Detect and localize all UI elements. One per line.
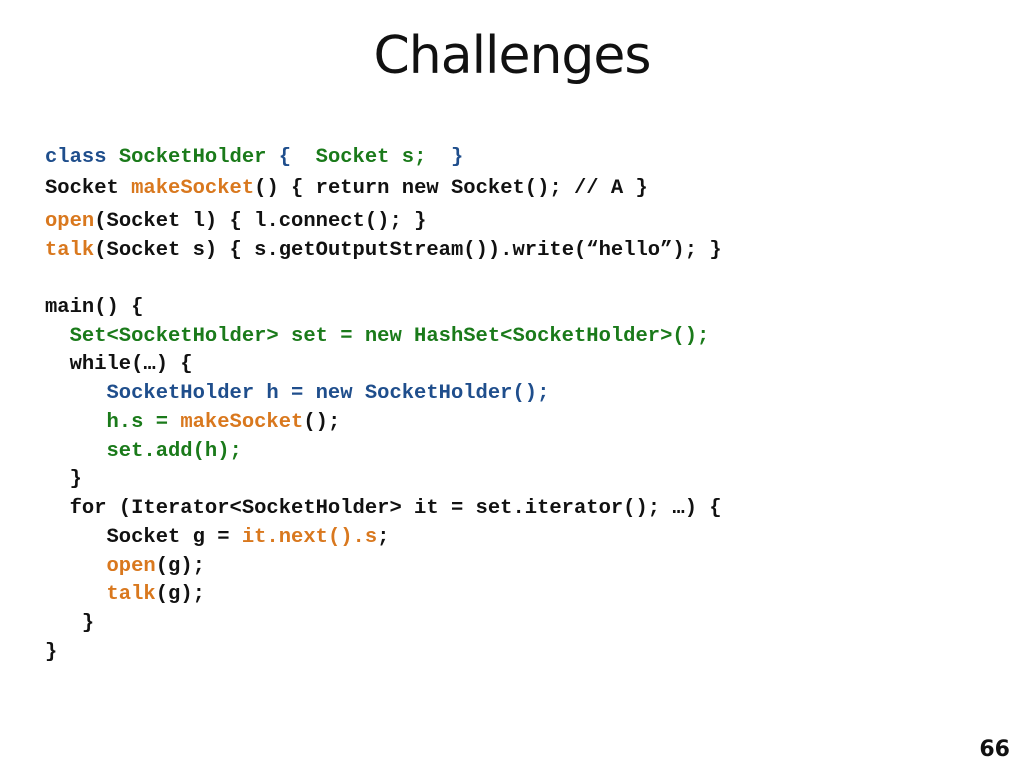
code-line: SocketHolder h = new SocketHolder(); <box>107 382 550 406</box>
code-token: talk <box>106 583 156 606</box>
code-token: (g); <box>155 583 205 606</box>
code-token: while(…) { <box>69 353 193 376</box>
page-number: 66 <box>979 737 1010 762</box>
code-token: it.next().s <box>241 526 378 549</box>
code-token: (); <box>303 411 341 434</box>
code-line: class SocketHolder { Socket s; } <box>45 146 463 170</box>
code-token: Socket g = <box>106 526 242 549</box>
code-line: main() { <box>45 296 143 320</box>
slide-title: Challenges <box>373 26 651 86</box>
code-line: for (Iterator<SocketHolder> it = set.ite… <box>70 497 722 521</box>
code-token: SocketHolder h = new SocketHolder(); <box>106 382 550 405</box>
code-line: Socket makeSocket() { return new Socket(… <box>45 177 648 201</box>
code-token: (Socket s) { s.getOutputStream()).write(… <box>94 239 722 262</box>
code-token: for (Iterator<SocketHolder> it = set.ite… <box>69 497 722 520</box>
code-token: (Socket l) { l.connect(); } <box>94 210 427 233</box>
code-line: h.s = makeSocket(); <box>107 411 341 435</box>
code-line: talk(g); <box>107 583 205 607</box>
code-token: makeSocket <box>180 411 304 434</box>
code-token: main() { <box>45 296 144 319</box>
code-line: set.add(h); <box>107 440 242 464</box>
code-line: } <box>70 468 82 492</box>
code-token: (g); <box>155 555 205 578</box>
code-token: } <box>69 468 82 491</box>
code-line: while(…) { <box>70 353 193 377</box>
code-token: makeSocket <box>131 177 255 200</box>
code-token: class <box>45 146 119 169</box>
code-token: talk <box>45 239 95 262</box>
code-token: h.s = <box>106 411 181 434</box>
code-token: ; <box>377 526 390 549</box>
code-token: { <box>266 146 316 169</box>
code-line: } <box>82 612 94 636</box>
code-line: talk(Socket s) { s.getOutputStream()).wr… <box>45 239 722 263</box>
code-line: open(g); <box>107 555 205 579</box>
code-line: } <box>45 641 57 665</box>
code-token: Set<SocketHolder> set = new HashSet<Sock… <box>69 325 710 348</box>
code-token: } <box>45 641 58 664</box>
code-token: set.add(h); <box>106 440 242 463</box>
code-line: Set<SocketHolder> set = new HashSet<Sock… <box>70 325 710 349</box>
code-line: Socket g = it.next().s; <box>107 526 390 550</box>
code-token: open <box>106 555 156 578</box>
code-token: open <box>45 210 95 233</box>
code-token: SocketHolder <box>118 146 267 169</box>
code-token: Socket <box>45 177 132 200</box>
code-token: } <box>81 612 95 635</box>
code-token: () { return new Socket(); // A } <box>254 177 648 200</box>
code-line: open(Socket l) { l.connect(); } <box>45 210 426 234</box>
code-token: Socket s; <box>315 146 427 169</box>
code-token: } <box>426 146 464 169</box>
